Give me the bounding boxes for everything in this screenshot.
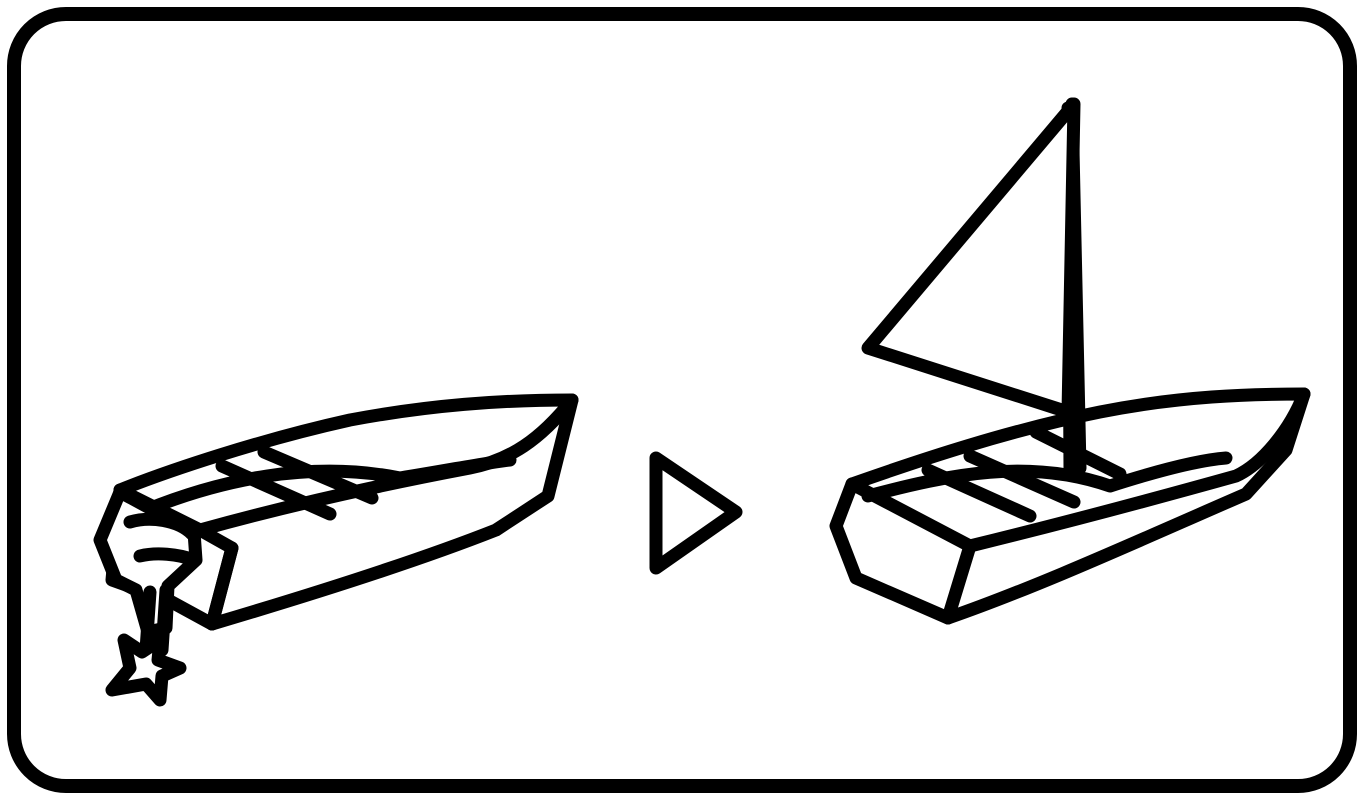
sail-icon (861, 97, 1081, 419)
sailboat-inner-rim (861, 451, 1233, 503)
motorboat-seat-rear (215, 445, 379, 521)
motorboat-keel (205, 541, 239, 631)
sailboat-icon (829, 97, 1311, 625)
motorboat-icon (93, 393, 579, 707)
outboard-motor-cowling (123, 512, 201, 567)
sailboat-gunwale (963, 387, 1311, 553)
play-triangle-icon (649, 451, 743, 575)
sailboat-seat-rear (921, 449, 1081, 523)
propeller-icon (105, 633, 187, 707)
motorboat-inner-rim (139, 453, 517, 517)
